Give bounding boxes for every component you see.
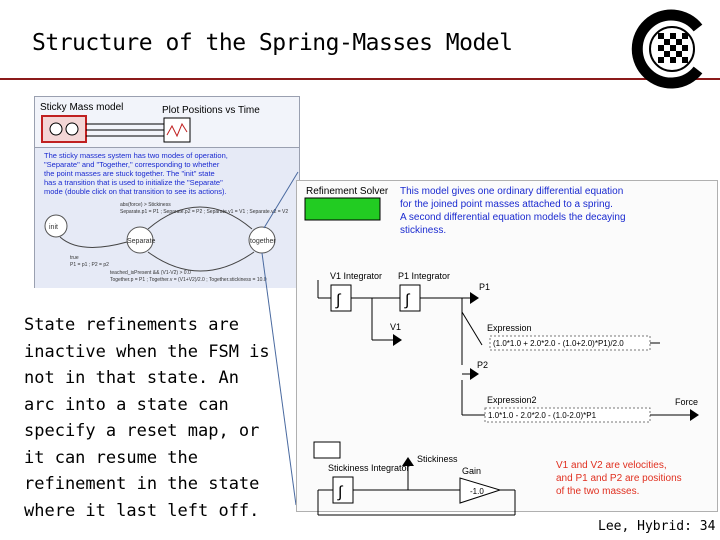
model-description-line: the point masses are stuck together. The… [44,169,215,178]
transition-top[interactable] [147,206,253,230]
sticky-mass-block[interactable] [41,115,87,143]
fsm-area [35,147,299,288]
plot-icon [166,122,188,138]
body-text: State refinements are inactive when the … [24,315,270,521]
expression-label: Expression [487,323,532,333]
zoom-connector [261,252,297,506]
fsm-state-icon [49,122,63,136]
transition-init[interactable] [59,236,128,248]
p2-label: P2 [477,360,488,370]
fsm-state-init[interactable] [44,214,68,238]
transition-bottom[interactable] [147,251,255,272]
expression2-text: 1.0*1.0 - 2.0*2.0 - (1.0-2.0)*P1 [488,411,597,420]
model-description-line: mode (double click on that transition to… [44,187,227,196]
integral-icon: ∫ [337,484,344,501]
transition-action: P1 = p1 ; P2 = p2 [70,262,109,268]
p1-label: P1 [479,282,490,292]
v1-label: V1 [390,322,401,332]
gain-value: -1.0 [470,487,484,496]
note-line: of the two masses. [556,486,639,497]
p1-integrator-label: P1 Integrator [398,271,450,281]
sticky-mass-label: Sticky Mass model [40,102,123,113]
port-force [690,409,699,421]
port-stickiness [402,457,414,466]
v1-integrator-label: V1 Integrator [330,271,382,281]
refinement-description-line: stickiness. [400,225,446,236]
slide-title: Structure of the Spring-Masses Model [32,30,513,56]
title-divider [0,78,720,80]
solver-block[interactable] [304,197,381,221]
stickiness-integrator-block[interactable] [332,476,354,504]
port-p2 [470,368,479,380]
stickiness-source[interactable] [313,441,341,459]
force-label: Force [675,397,698,407]
solver-label: Refinement Solver [306,186,389,197]
p1-integrator-block[interactable] [399,284,421,312]
zoom-connector [263,171,299,229]
state-label-together: together [250,238,276,245]
stickiness-label: Stickiness [417,454,458,464]
v1-integrator-block[interactable] [330,284,352,312]
model-description-line: has a transition that is used to initial… [44,178,223,187]
transition-guard: true [70,255,79,261]
model-description-line: "Separate" and "Together," corresponding… [44,160,220,169]
refinement-description-line: A second differential equation models th… [400,212,626,223]
fsm-state-separate[interactable] [126,226,154,254]
integral-icon: ∫ [335,292,342,309]
slide-footer: Lee, Hybrid: 34 [598,519,716,534]
cpe-logo [631,9,703,89]
wire [461,311,483,346]
port-v1 [393,334,402,346]
state-label-init: init [49,224,58,231]
stickiness-integrator-label: Stickiness Integrator [328,463,410,473]
expression2-label: Expression2 [487,395,537,405]
port-p1 [470,292,479,304]
note-line: V1 and V2 are velocities, [556,460,667,471]
refinement-description-line: This model gives one ordinary differenti… [400,186,623,197]
fsm-state-icon [65,122,79,136]
transition-action: Separate.p1 = P1 ; Separate.p2 = P2 ; Se… [120,209,288,215]
gain-label: Gain [462,466,481,476]
model-description-line: The sticky masses system has two modes o… [44,151,228,160]
plot-label: Plot Positions vs Time [162,105,260,116]
expression-text: (1.0*1.0 + 2.0*2.0 - (1.0+2.0)*P1)/2.0 [493,339,624,348]
transition-action: Together.p = P1 ; Together.v = (V1+V2)/2… [110,277,267,283]
note-line: and P1 and P2 are positions [556,473,682,484]
expression-block[interactable] [489,335,651,351]
integral-icon: ∫ [404,292,411,309]
gain-block[interactable] [459,477,502,504]
state-label-separate: Separate [127,238,156,245]
transition-guard: teached_isPresent && (V1-V2) > 0.0 [110,270,191,276]
refinement-description-line: for the joined point masses attached to … [400,199,613,210]
transition-guard: abs(force) > Stickiness [120,202,171,208]
